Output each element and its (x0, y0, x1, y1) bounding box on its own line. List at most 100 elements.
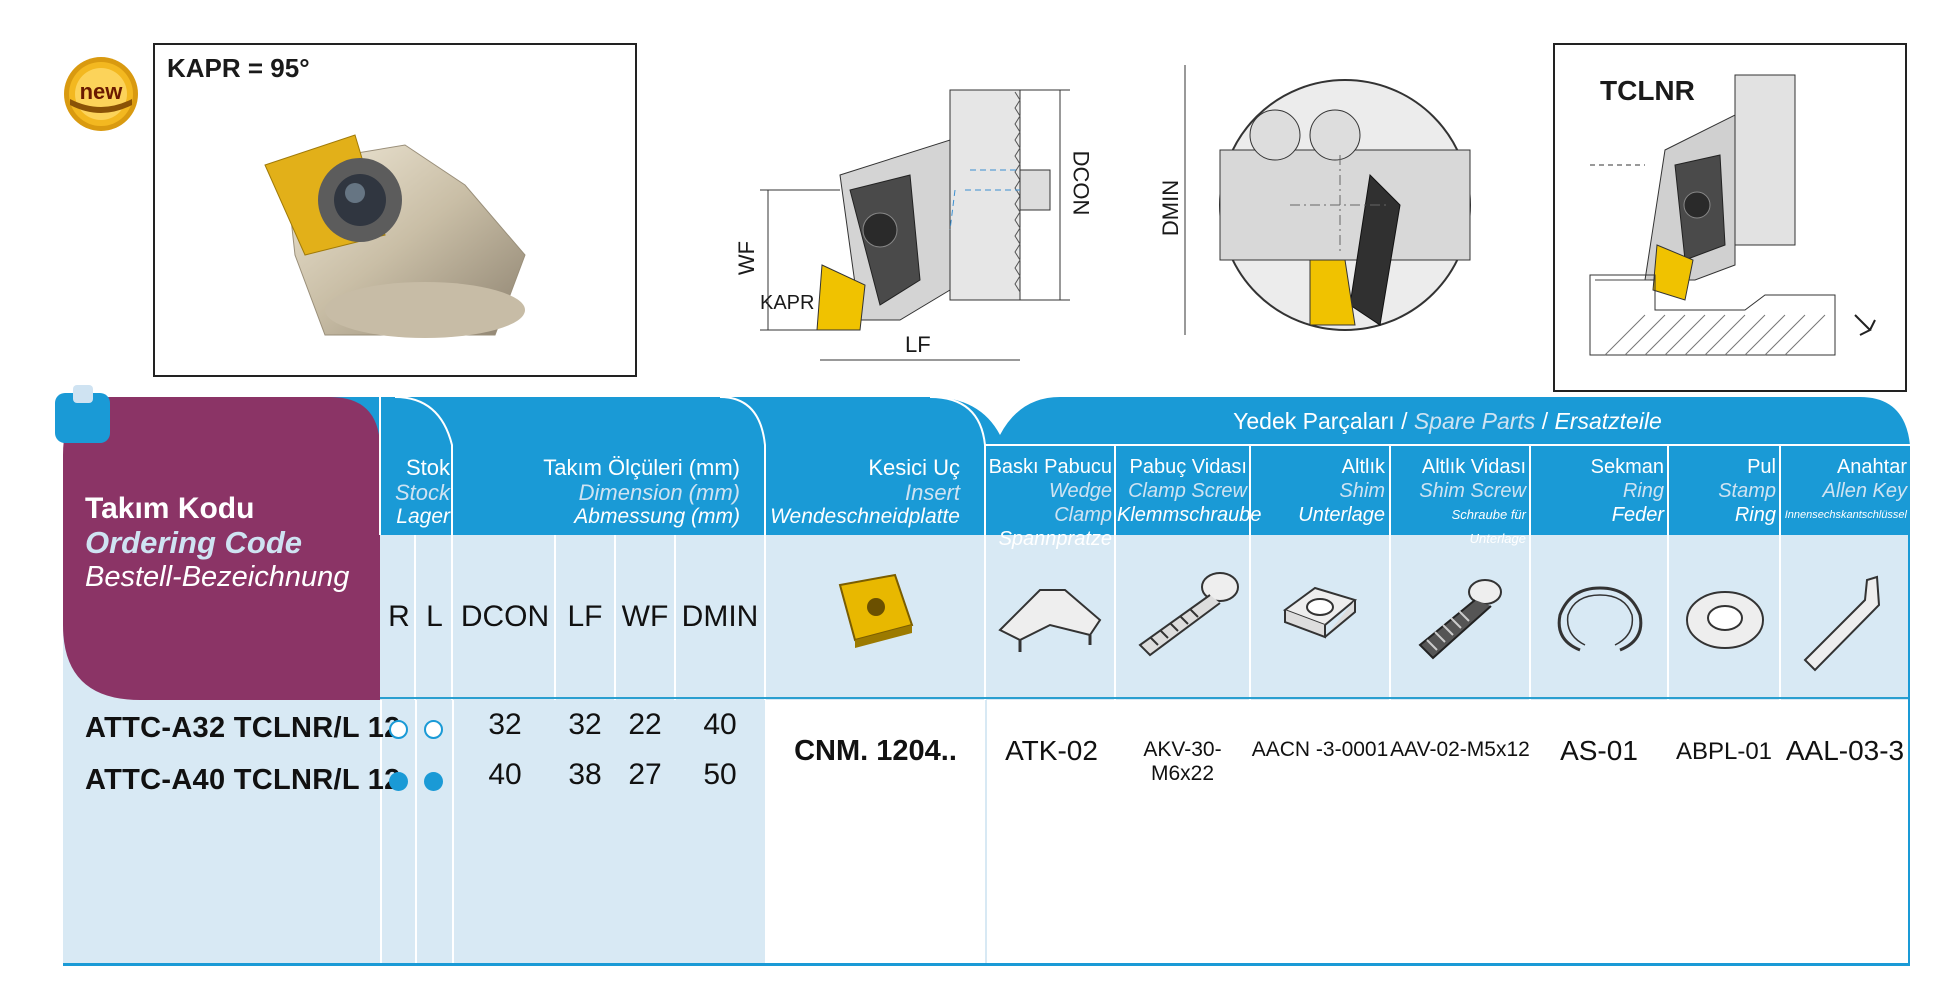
part-header-stamp: Pul Stamp Ring (1670, 455, 1776, 527)
part-value-wedge-clamp: ATK-02 (1005, 735, 1098, 766)
part-en: Allen Key (1822, 480, 1908, 502)
spare-parts-en: Spare Parts (1413, 408, 1536, 434)
kapr-angle-label: KAPR = 95° (167, 53, 310, 83)
ordering-code-de: Bestell-Bezeichnung (85, 561, 350, 593)
insert-tr: Kesici Uç (868, 455, 960, 480)
row-2-dcon: 40 (488, 758, 522, 791)
part-header-shim: Altlık Shim Unterlage (1252, 455, 1385, 527)
col-divider (985, 700, 987, 965)
table-bottom-line (63, 963, 1910, 966)
header-bottom-line (380, 697, 1910, 699)
table-header-shape (55, 385, 1910, 700)
wedge-clamp-image (998, 589, 1102, 652)
part-de: Ring (1734, 504, 1776, 526)
tclnr-box: TCLNR (1553, 43, 1907, 392)
ordering-code-tr: Takım Kodu (85, 492, 255, 525)
part-en: Shim (1339, 480, 1385, 502)
row-1-dcon: 32 (488, 708, 522, 741)
tclnr-title: TCLNR (1600, 75, 1695, 106)
lf-label: LF (905, 332, 931, 357)
stock-de: Lager (396, 505, 450, 528)
ordering-code-header: Takım Kodu Ordering Code Bestell-Bezeich… (85, 492, 349, 594)
part-header-shim-screw: Altlık Vidası Shim Screw Schraube für Un… (1392, 455, 1526, 551)
stock-tr: Stok (405, 455, 450, 480)
part-header-wedge-clamp: Baskı Pabucu Wedge Clamp Spannpratze (987, 455, 1112, 551)
col-wf: WF (621, 600, 669, 633)
part-tr: Pabuç Vidası (1129, 456, 1248, 478)
part-value-allen-key: AAL-03-3 (1785, 735, 1905, 766)
row-2-stock-r (389, 772, 408, 791)
stamp-image (1686, 591, 1764, 649)
row-2-lf: 38 (568, 758, 602, 791)
col-dmin: DMIN (681, 600, 759, 633)
ordering-code-en: Ordering Code (85, 525, 303, 560)
col-divider (415, 700, 417, 965)
part-tr: Anahtar (1836, 456, 1907, 478)
col-lf: LF (567, 600, 603, 633)
row-2-stock-l (424, 772, 443, 791)
new-badge-label: new (79, 79, 123, 104)
stock-en: Stock (394, 480, 450, 505)
allen-key-image (1803, 575, 1881, 672)
dcon-label: DCON (1068, 150, 1094, 216)
part-en: Clamp Screw (1128, 480, 1247, 502)
insert-en: Insert (904, 480, 960, 505)
row-2-code: ATTC-A40 TCLNR/L 12 (85, 764, 401, 796)
dmin-label: DMIN (1158, 179, 1184, 237)
dimensions-de: Abmessung (mm) (574, 505, 740, 528)
part-en: Wedge Clamp (1048, 480, 1112, 526)
new-badge: new (62, 55, 140, 133)
col-divider (452, 700, 454, 965)
shim-image (1282, 586, 1358, 639)
col-divider (380, 700, 382, 965)
dimensions-tr: Takım Ölçüleri (mm) (543, 455, 740, 480)
part-tr: Altlık Vidası (1421, 456, 1526, 478)
end-view-drawing (1184, 65, 1471, 335)
clamp-screw-image (1138, 572, 1239, 657)
insert-de: Wendeschneidplatte (770, 505, 960, 528)
wf-label: WF (734, 240, 760, 276)
row-1-lf: 32 (568, 708, 602, 741)
dimensions-en: Dimension (mm) (578, 480, 740, 505)
part-header-allen-key: Anahtar Allen Key Innensechskantschlüsse… (1782, 455, 1907, 527)
part-de: Feder (1611, 504, 1664, 526)
part-tr: Sekman (1590, 456, 1664, 478)
spare-parts-sep-1: / (1401, 408, 1408, 434)
part-tr: Baskı Pabucu (988, 456, 1112, 478)
spare-parts-header: Yedek Parçaları / Spare Parts / Ersatzte… (985, 408, 1910, 435)
part-tr: Altlık (1341, 456, 1385, 478)
part-value-clamp-screw: AKV-30-M6x22 (1143, 738, 1222, 785)
side-view-drawing (760, 89, 1070, 361)
tclnr-drawing (1589, 74, 1876, 356)
part-value-shim: AACN -3-0001 (1251, 738, 1389, 761)
part-de: Klemmschraube (1117, 504, 1262, 526)
part-value-stamp: ABPL-01 (1675, 738, 1773, 765)
col-l: L (426, 600, 443, 633)
product-photo-box: KAPR = 95° (153, 43, 637, 377)
insert-image (838, 573, 914, 648)
part-tr: Pul (1747, 456, 1776, 478)
part-en: Stamp (1718, 480, 1776, 502)
insert-value: CNM. 1204.. (794, 735, 957, 767)
row-2-wf: 27 (628, 758, 662, 791)
row-1-stock-l (424, 720, 443, 739)
part-de: Unterlage (1298, 504, 1385, 526)
stock-header: Stok Stock Lager (382, 455, 450, 529)
row-1-stock-r (389, 720, 408, 739)
spare-parts-sep-2: / (1541, 408, 1549, 434)
spare-parts-tr: Yedek Parçaları (1233, 408, 1395, 434)
row-1-dmin: 40 (703, 708, 737, 741)
part-header-ring: Sekman Ring Feder (1532, 455, 1664, 527)
part-de: Spannpratze (998, 528, 1112, 550)
part-de: Innensechskantschlüssel (1784, 509, 1907, 521)
part-en: Shim Screw (1419, 480, 1526, 502)
part-en: Ring (1622, 480, 1664, 502)
row-1-wf: 22 (628, 708, 662, 741)
col-r: R (388, 600, 410, 633)
dimensions-header: Takım Ölçüleri (mm) Dimension (mm) Abmes… (460, 455, 740, 529)
kapr-label: KAPR (760, 292, 815, 314)
part-header-clamp-screw: Pabuç Vidası Clamp Screw Klemmschraube (1117, 455, 1262, 527)
header-separators (394, 396, 1910, 700)
tool-photo (264, 134, 526, 338)
insert-column-body (765, 700, 1910, 965)
